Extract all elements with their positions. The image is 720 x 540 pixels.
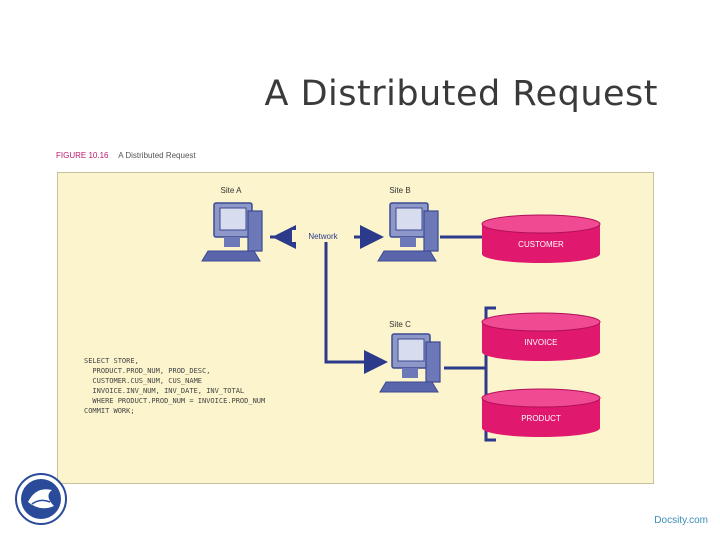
site-a-computer-icon bbox=[201, 202, 263, 262]
site-b-computer-icon bbox=[377, 202, 439, 262]
network-link-to-c bbox=[324, 237, 388, 374]
sql-line: CUSTOMER.CUS_NUM, CUS_NAME bbox=[84, 377, 203, 385]
sql-line: INVOICE.INV_NUM, INV_DATE, INV_TOTAL bbox=[84, 387, 245, 395]
figure-caption: FIGURE 10.16 A Distributed Request bbox=[56, 151, 196, 160]
site-b-label: Site B bbox=[389, 186, 410, 195]
product-database-label: PRODUCT bbox=[521, 414, 561, 423]
university-logo-icon bbox=[15, 473, 67, 525]
sql-line: WHERE PRODUCT.PROD_NUM = INVOICE.PROD_NU… bbox=[84, 397, 266, 405]
sql-line: COMMIT WORK; bbox=[84, 407, 135, 415]
site-a-label: Site A bbox=[221, 186, 243, 195]
sql-statement: SELECT STORE, PRODUCT.PROD_NUM, PROD_DES… bbox=[84, 356, 265, 416]
figure-caption-text: A Distributed Request bbox=[118, 151, 196, 160]
customer-database-icon: CUSTOMER bbox=[481, 214, 601, 263]
slide-title: A Distributed Request bbox=[264, 74, 658, 114]
network-label: Network bbox=[308, 232, 338, 241]
invoice-database-icon: INVOICE bbox=[481, 312, 601, 361]
footer-watermark: Docsity.com bbox=[654, 515, 708, 526]
sql-line: PRODUCT.PROD_NUM, PROD_DESC, bbox=[84, 367, 211, 375]
customer-database-label: CUSTOMER bbox=[518, 240, 564, 249]
invoice-database-label: INVOICE bbox=[525, 338, 558, 347]
figure-number: FIGURE 10.16 bbox=[56, 151, 109, 160]
sql-line: SELECT STORE, bbox=[84, 357, 139, 365]
product-database-icon: PRODUCT bbox=[481, 388, 601, 437]
site-c-computer-icon bbox=[379, 333, 441, 393]
site-c-label: Site C bbox=[389, 320, 411, 329]
